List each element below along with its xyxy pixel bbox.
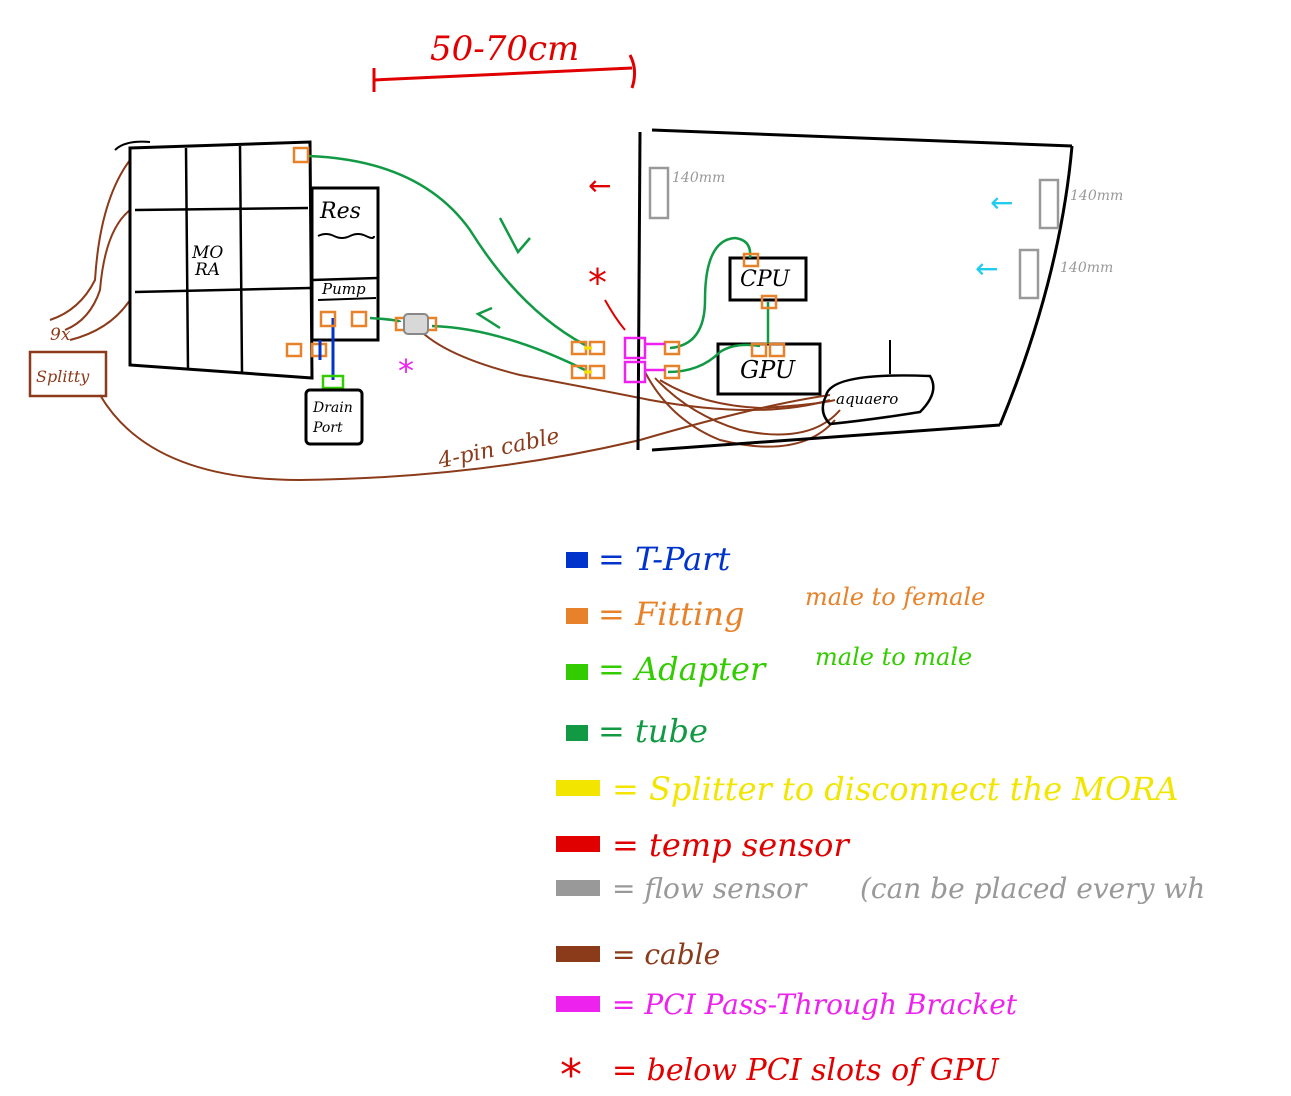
svg-text:male to male: male to male bbox=[815, 643, 972, 671]
svg-text:= cable: = cable bbox=[612, 938, 720, 971]
gpu-label: GPU bbox=[740, 356, 796, 384]
svg-text:= PCI Pass-Through Bracket: = PCI Pass-Through Bracket bbox=[612, 988, 1018, 1021]
radiator-label-1: MO bbox=[191, 243, 223, 263]
legend-item-temp-sensor: = temp sensor bbox=[556, 826, 850, 864]
svg-text:= T-Part: = T-Part bbox=[598, 540, 730, 578]
cpu-label: CPU bbox=[740, 267, 791, 292]
legend-item-tube: = tube bbox=[566, 712, 708, 750]
splitty: Splitty 9x bbox=[28, 325, 108, 398]
orange-swatch bbox=[566, 608, 588, 624]
green-swatch bbox=[566, 725, 588, 741]
cables bbox=[49, 159, 841, 482]
flow-sensor bbox=[403, 313, 429, 335]
brown-swatch bbox=[556, 946, 600, 962]
legend-item-pci-bracket: = PCI Pass-Through Bracket bbox=[556, 988, 1018, 1021]
case-fans: 140mm ← 140mm ← 140mm ← bbox=[588, 166, 1123, 300]
legend-item-flow-sensor: = flow sensor (can be placed every wh bbox=[556, 872, 1205, 905]
fan-right-bottom-arrow: ← bbox=[975, 252, 998, 285]
drain-port: Drain Port bbox=[304, 318, 364, 446]
reservoir-label: Res bbox=[319, 199, 361, 224]
svg-text:(can be placed every wh: (can be placed every wh bbox=[860, 872, 1205, 905]
legend-item-adapter: = Adapter male to male bbox=[566, 643, 972, 688]
legend-item-splitter: = Splitter to disconnect the MORA bbox=[556, 770, 1179, 808]
asterisk-below-pci: * bbox=[588, 261, 607, 305]
svg-text:= Fitting: = Fitting bbox=[598, 595, 744, 633]
gray-swatch bbox=[556, 880, 600, 896]
yellow-swatch bbox=[556, 780, 600, 796]
fan-right-top-arrow: ← bbox=[990, 186, 1013, 219]
aquaero-label: aquaero bbox=[836, 390, 898, 408]
pci-bracket bbox=[623, 336, 665, 384]
components: CPU GPU aquaero bbox=[716, 256, 935, 426]
drain-label-1: Drain bbox=[312, 400, 353, 416]
svg-text:male to female: male to female bbox=[805, 583, 985, 611]
dimension-label: 50-70cm bbox=[430, 29, 579, 69]
fan-left-label: 140mm bbox=[672, 170, 725, 186]
dimension-marker: 50-70cm bbox=[372, 29, 637, 92]
legend-item-fitting: = Fitting male to female bbox=[566, 583, 985, 633]
legend-item-t-part: = T-Part bbox=[566, 540, 730, 578]
splitty-label: Splitty bbox=[36, 367, 90, 386]
fan-right-bottom-label: 140mm bbox=[1060, 260, 1113, 276]
drain-label-2: Port bbox=[312, 420, 343, 436]
svg-text:= Splitter to disconnect the M: = Splitter to disconnect the MORA bbox=[612, 770, 1179, 808]
svg-text:= below PCI slots of GPU: = below PCI slots of GPU bbox=[612, 1053, 1000, 1088]
pc-case bbox=[636, 128, 1074, 452]
pump-label: Pump bbox=[321, 280, 366, 298]
asterisk-icon: * bbox=[560, 1050, 582, 1096]
fan-right-top-label: 140mm bbox=[1070, 188, 1123, 204]
legend-item-cable: = cable bbox=[556, 938, 720, 971]
red-swatch bbox=[556, 836, 600, 852]
blue-swatch bbox=[566, 552, 588, 568]
radiator-label-2: RA bbox=[194, 260, 220, 280]
svg-text:= flow sensor: = flow sensor bbox=[612, 872, 808, 905]
reservoir-pump: Res Pump bbox=[310, 186, 380, 342]
tubes bbox=[307, 154, 770, 374]
legend-item-asterisk: * = below PCI slots of GPU bbox=[560, 1050, 1000, 1096]
splitters bbox=[584, 346, 592, 374]
asterisk-flow-sensor: * bbox=[398, 352, 414, 390]
svg-text:= temp sensor: = temp sensor bbox=[612, 826, 850, 864]
svg-text:= tube: = tube bbox=[598, 712, 708, 750]
legend: = T-Part = Fitting male to female = Adap… bbox=[556, 540, 1205, 1096]
fan-left-arrow: ← bbox=[588, 169, 611, 202]
magenta-swatch bbox=[556, 996, 600, 1012]
svg-text:= Adapter: = Adapter bbox=[598, 650, 767, 688]
radiator: MO RA bbox=[114, 140, 314, 380]
lime-swatch bbox=[566, 664, 588, 680]
splitty-count: 9x bbox=[50, 325, 71, 345]
